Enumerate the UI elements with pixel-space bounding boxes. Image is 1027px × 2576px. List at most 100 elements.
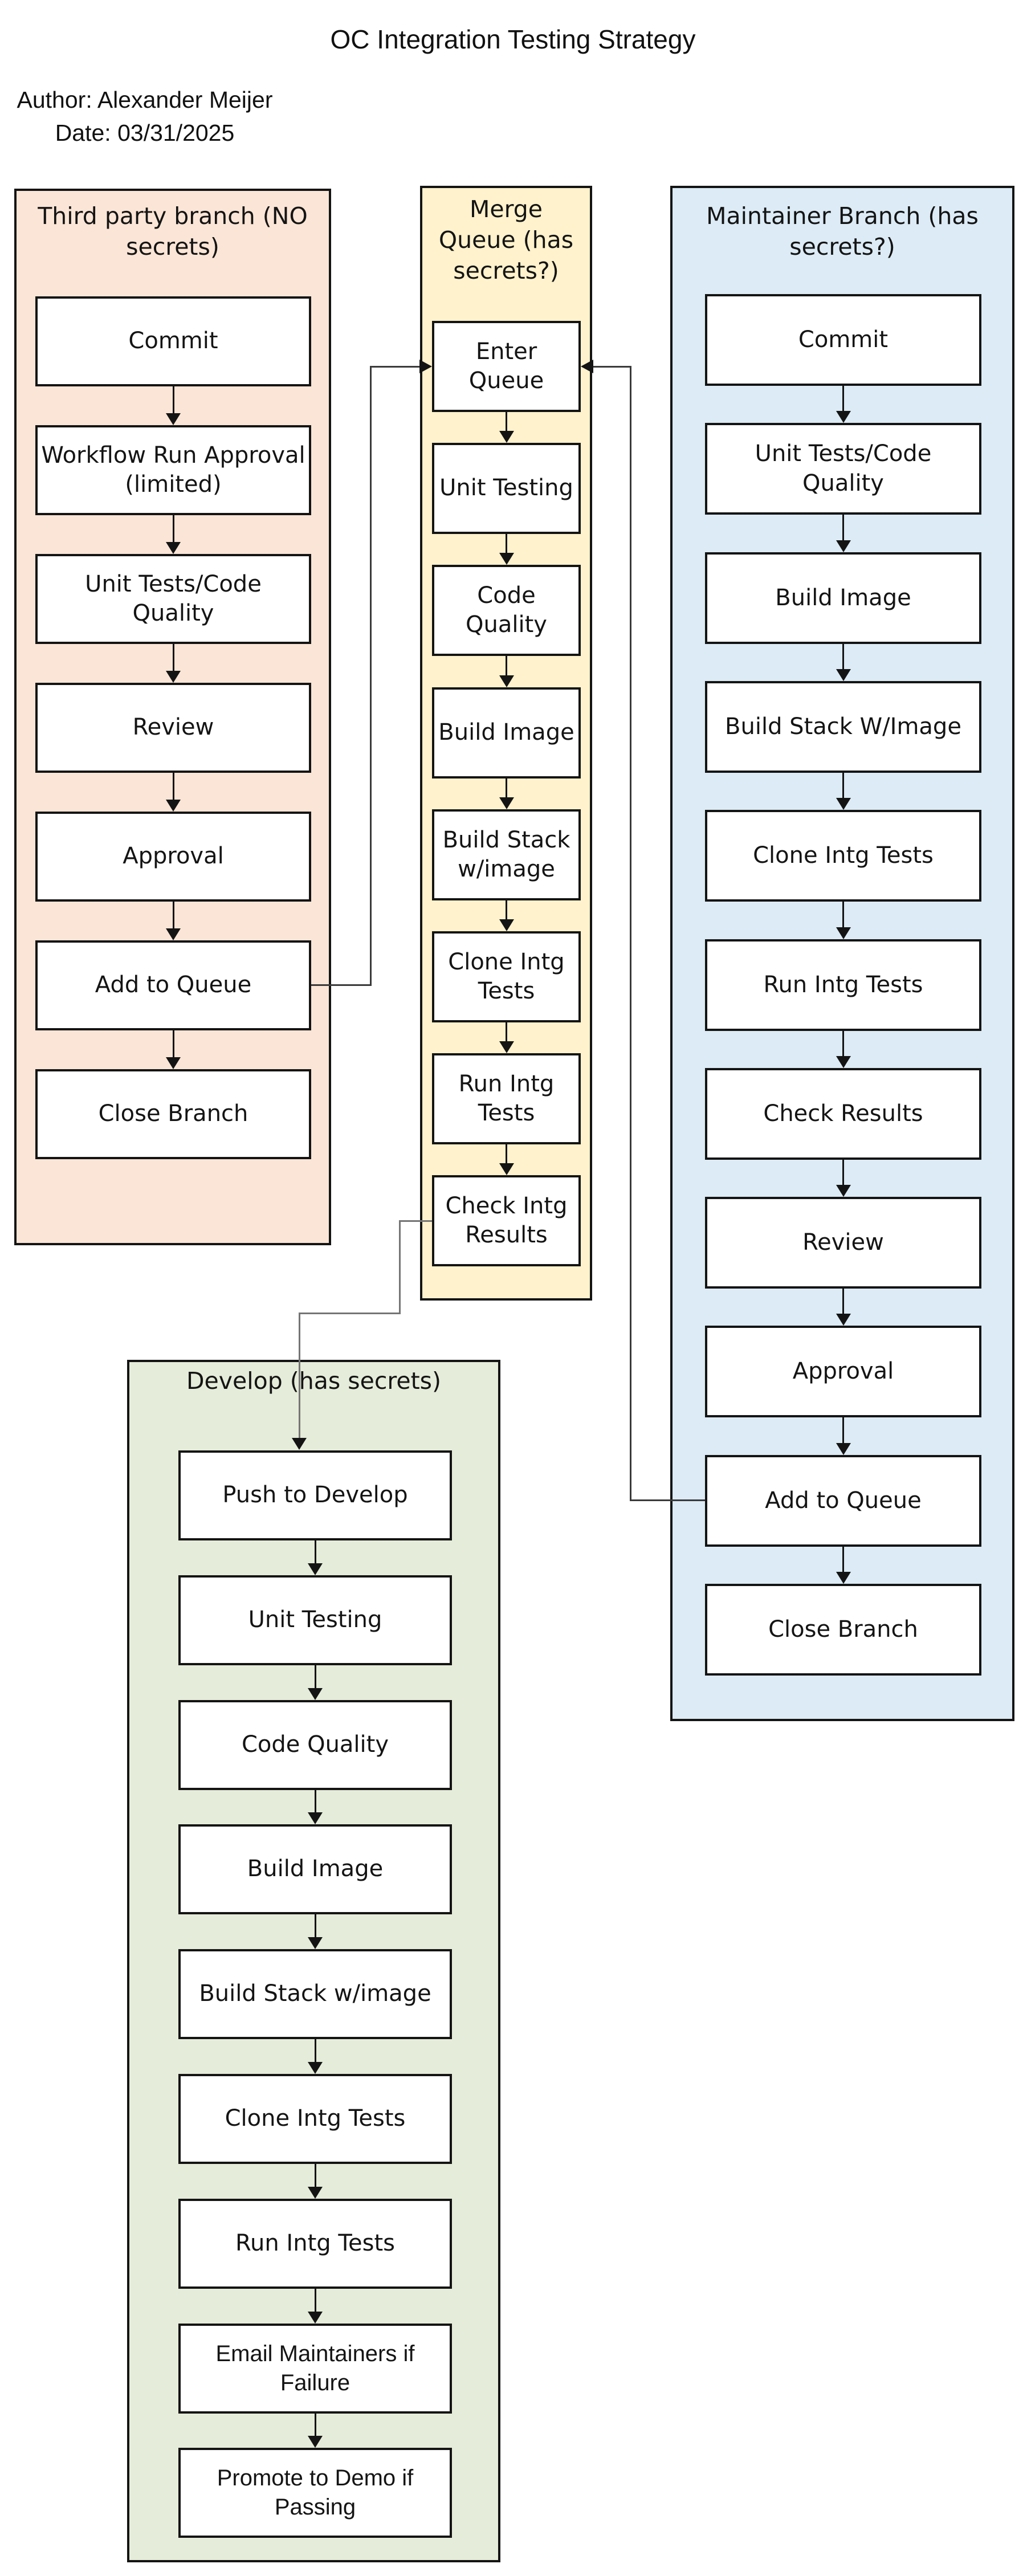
merge-queue-header: Queue (has (438, 226, 574, 254)
byline: Author: Alexander Meijer Date: 03/31/202… (16, 83, 274, 149)
maintainer-flow-arrow-head (836, 540, 851, 552)
maintainer-flow-arrow-head (836, 669, 851, 681)
develop-step-label: Build Stack w/image (199, 1980, 431, 2007)
merge-queue-flow-arrow-head (499, 675, 514, 687)
maintainer-flow-arrow-head (836, 1056, 851, 1068)
develop-step-push-to-develop: Push to Develop (178, 1450, 452, 1540)
connector-maintainer-to-merge (630, 366, 631, 1501)
develop-step-label: Run Intg Tests (235, 2230, 395, 2257)
third-party-flow-arrow-line (172, 1030, 174, 1058)
maintainer-step-label: Close Branch (768, 1616, 918, 1642)
merge-queue-flow-arrow-head (499, 553, 514, 565)
maintainer-step-approval: Approval (705, 1326, 981, 1417)
develop-flow-arrow-head (308, 2436, 323, 2448)
third-party-step-commit: Commit (35, 296, 311, 386)
maintainer-flow-arrow-line (842, 902, 844, 928)
merge-queue-step-label: Enter Queue (468, 338, 544, 394)
merge-queue-flow-arrow-line (506, 900, 507, 920)
merge-queue-step-label: Run Intg Tests (458, 1070, 555, 1126)
develop-flow-arrow-line (314, 2289, 316, 2312)
maintainer-header: secrets?) (789, 233, 895, 260)
merge-queue-flow-arrow-head (499, 797, 514, 809)
merge-queue-header: Merge (470, 195, 543, 223)
maintainer-step-label: Commit (798, 326, 889, 353)
third-party-flow-arrow-head (166, 542, 181, 554)
connector-third-party-to-merge (370, 366, 372, 986)
maintainer-step-label: Build Stack W/Image (725, 713, 961, 740)
maintainer-flow-arrow-line (842, 644, 844, 670)
maintainer-step-add-to-queue: Add to Queue (705, 1455, 981, 1547)
develop-step-label: Email Maintainers if Failure (215, 2341, 415, 2395)
connector-merge-to-develop (299, 1313, 300, 1439)
develop-flow-arrow-line (314, 2039, 316, 2063)
develop-step-unit-testing: Unit Testing (178, 1575, 452, 1665)
maintainer-step-build-stack-w-image: Build Stack W/Image (705, 681, 981, 773)
develop-flow-arrow-line (314, 1790, 316, 1813)
merge-queue-step-label: Build Image (438, 719, 574, 746)
maintainer-flow-arrow-line (842, 773, 844, 798)
maintainer-flow-arrow-line (842, 1547, 844, 1572)
merge-queue-flow-arrow-line (506, 778, 507, 798)
maintainer-step-clone-intg-tests: Clone Intg Tests (705, 810, 981, 902)
third-party-flow-arrow-head (166, 1057, 181, 1069)
develop-flow-arrow-line (314, 2414, 316, 2436)
develop-flow-arrow-line (314, 1540, 316, 1564)
maintainer-step-commit: Commit (705, 294, 981, 386)
maintainer-step-review: Review (705, 1197, 981, 1289)
maintainer-flow-arrow-line (842, 1031, 844, 1057)
maintainer-step-run-intg-tests: Run Intg Tests (705, 939, 981, 1031)
connector-merge-to-develop (299, 1313, 399, 1314)
third-party-step-label: Workflow Run Approval (limited) (41, 442, 305, 498)
merge-queue-step-code-quality: Code Quality (432, 565, 581, 656)
develop-flow-arrow-head (308, 1812, 323, 1824)
maintainer-step-close-branch: Close Branch (705, 1584, 981, 1676)
develop-step-label: Unit Testing (248, 1607, 382, 1633)
develop-step-clone-intg-tests: Clone Intg Tests (178, 2074, 452, 2164)
develop-step-build-image: Build Image (178, 1824, 452, 1914)
third-party-flow-arrow-line (172, 515, 174, 543)
maintainer-flow-arrow-head (836, 798, 851, 810)
develop-header: Develop (has secrets) (186, 1367, 442, 1395)
merge-queue-step-clone-intg-tests: Clone Intg Tests (432, 931, 581, 1022)
develop-step-email-maintainers-if-failure: Email Maintainers if Failure (178, 2324, 452, 2414)
maintainer-flow-arrow-line (842, 1160, 844, 1185)
third-party-flow-arrow-line (172, 386, 174, 414)
develop-step-label: Promote to Demo if Passing (217, 2465, 414, 2520)
merge-queue-step-check-intg-results: Check Intg Results (432, 1175, 581, 1266)
merge-queue-step-label: Check Intg Results (445, 1192, 568, 1248)
merge-queue-flow-arrow-line (506, 412, 507, 431)
third-party-step-review: Review (35, 683, 311, 773)
develop-step-run-intg-tests: Run Intg Tests (178, 2199, 452, 2289)
merge-queue-step-enter-queue: Enter Queue (432, 321, 581, 412)
merge-queue-step-unit-testing: Unit Testing (432, 443, 581, 534)
develop-flow-arrow-head (308, 1937, 323, 1949)
third-party-flow-arrow-head (166, 928, 181, 940)
maintainer-flow-arrow-head (836, 1314, 851, 1326)
third-party-flow-arrow-line (172, 644, 174, 671)
merge-queue-flow-arrow-line (506, 656, 507, 676)
maintainer-flow-arrow-head (836, 1572, 851, 1584)
maintainer-step-label: Run Intg Tests (763, 971, 923, 998)
maintainer-step-unit-tests-code-quality: Unit Tests/Code Quality (705, 423, 981, 515)
third-party-step-label: Review (132, 714, 214, 741)
connector-maintainer-to-merge (631, 1499, 705, 1501)
merge-queue-flow-arrow-line (506, 1022, 507, 1042)
connector-merge-to-develop (399, 1220, 401, 1314)
merge-queue-flow-arrow-line (506, 534, 507, 553)
maintainer-step-label: Add to Queue (765, 1487, 922, 1514)
connector-third-party-to-merge (370, 366, 421, 368)
third-party-step-label: Unit Tests/Code Quality (85, 570, 262, 626)
date-line: Date: 03/31/2025 (55, 120, 235, 146)
maintainer-header: Maintainer Branch (has (706, 202, 979, 230)
merge-queue-step-label: Code Quality (466, 582, 547, 638)
maintainer-flow-arrow-line (842, 1289, 844, 1314)
merge-queue-header: secrets?) (453, 257, 559, 284)
connector-merge-to-develop-arrow (292, 1438, 307, 1450)
develop-flow-arrow-line (314, 1914, 316, 1938)
third-party-header: secrets) (126, 233, 219, 260)
develop-step-promote-to-demo-if-passing: Promote to Demo if Passing (178, 2448, 452, 2538)
maintainer-step-label: Build Image (775, 584, 911, 611)
maintainer-flow-arrow-head (836, 927, 851, 939)
develop-flow-arrow-head (308, 1563, 323, 1575)
